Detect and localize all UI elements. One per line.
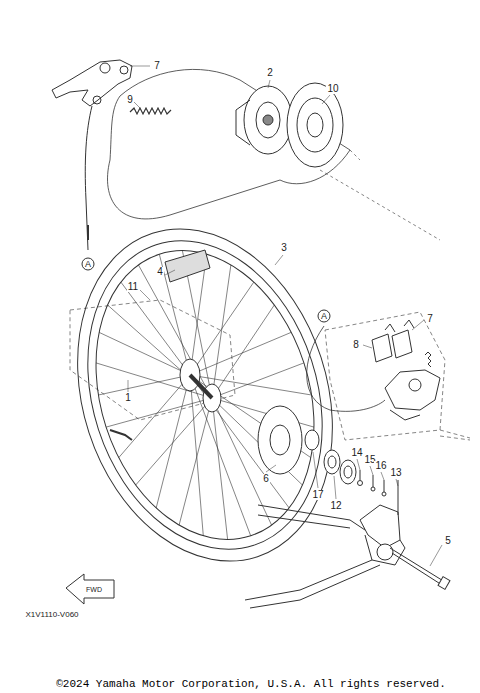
callout-number: 4 xyxy=(156,267,164,277)
callout-number: 10 xyxy=(326,84,339,94)
callout-number: 7 xyxy=(426,314,434,324)
direction-arrow: FWD xyxy=(79,582,109,596)
copyright-note: ©2024 Yamaha Motor Corporation, U.S.A. A… xyxy=(55,679,446,690)
callout-number: 14 xyxy=(350,448,363,458)
spoke xyxy=(106,398,212,427)
callout-number: 11 xyxy=(127,282,139,292)
node-text: FWD xyxy=(86,586,102,593)
callout-number: 9 xyxy=(126,95,134,105)
spoke xyxy=(212,363,304,398)
node-text: A xyxy=(321,312,327,321)
callout-number: 12 xyxy=(329,501,342,511)
spoke xyxy=(190,282,254,375)
callout-number: 6 xyxy=(262,474,270,484)
spoke xyxy=(136,398,212,485)
spoke xyxy=(99,332,190,375)
connector-circle: A xyxy=(317,309,331,323)
spoke xyxy=(212,305,274,398)
connector-circle: A xyxy=(81,257,95,271)
callout-number: 2 xyxy=(266,68,274,78)
callout-number: 5 xyxy=(444,536,452,546)
spoke xyxy=(190,375,203,536)
callout-number: 17 xyxy=(311,490,324,500)
spoke xyxy=(212,398,228,539)
spoke xyxy=(212,398,302,485)
callout-number: 7 xyxy=(153,61,161,71)
callout-number: 13 xyxy=(389,468,402,478)
spoke xyxy=(138,265,212,398)
node-text: A xyxy=(85,260,91,269)
diagram-code: X1V1110-V060 xyxy=(24,611,79,619)
callout-number: 8 xyxy=(352,340,360,350)
spoke xyxy=(190,375,251,536)
spoke xyxy=(190,332,291,375)
spoke xyxy=(98,375,190,395)
spoke xyxy=(212,265,231,398)
callout-number: 3 xyxy=(280,243,288,253)
callout-number: 16 xyxy=(374,461,387,471)
spoke xyxy=(119,375,190,458)
callout-number: 1 xyxy=(124,393,132,403)
